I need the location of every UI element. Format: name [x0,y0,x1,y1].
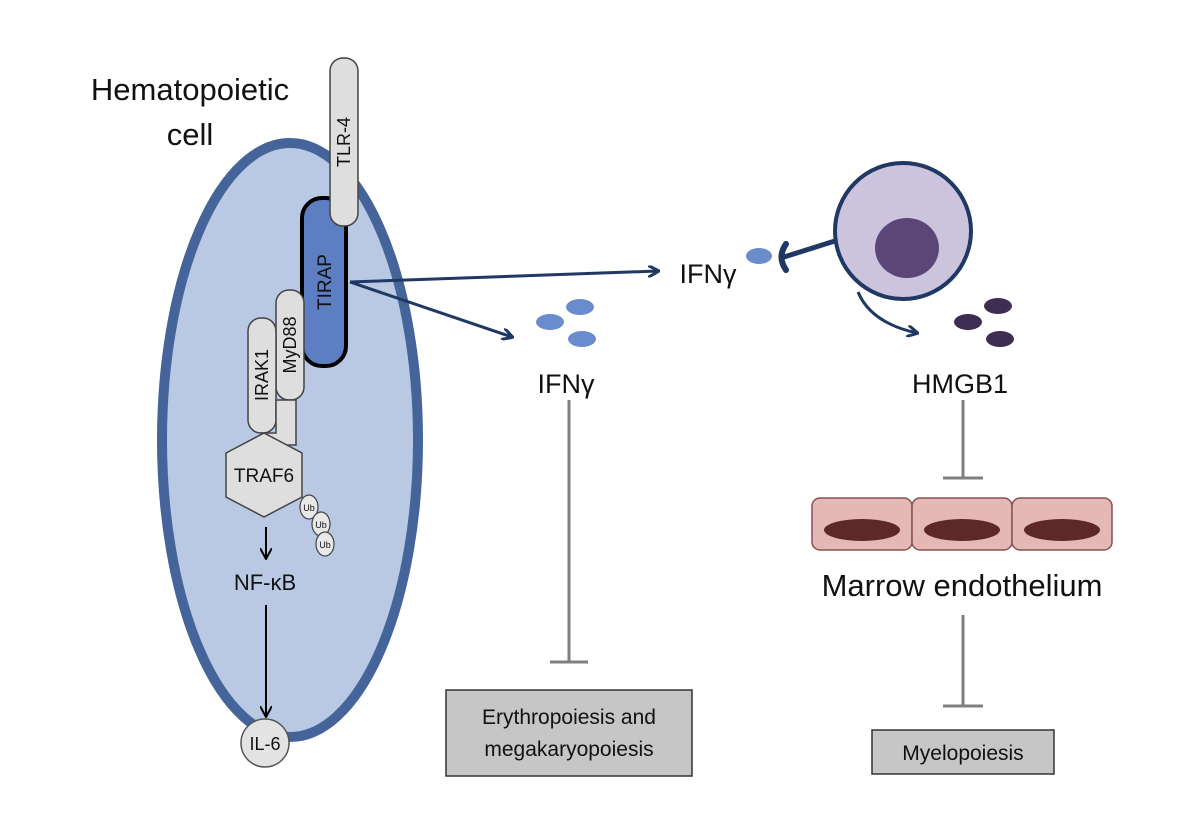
ifng-receptor-stalk [783,237,839,260]
outcome-left-line1: Erythropoiesis and [482,706,656,729]
il6-circle [240,718,290,768]
tirap-label: TIRAP [315,254,336,310]
tirap-to-ifng-lower-arrow [349,280,512,337]
ifng-receptor [778,241,789,273]
endothelial-nucleus-3 [1024,519,1100,541]
ifng-molecule-3 [568,331,596,347]
outcome-box-erythropoiesis [445,689,693,777]
hmgb1-molecule-3 [986,331,1014,347]
cell-title-line2: cell [167,117,214,152]
outcome-right-label: Myelopoiesis [902,742,1023,765]
hmgb1-molecule-2 [954,314,982,330]
tlr4-label: TLR-4 [334,117,354,167]
ubiquitin-2-label: Ub [315,520,327,530]
endothelial-nucleus-2 [924,519,1000,541]
traf6-protein [225,432,303,518]
irak1-label: IRAK1 [252,349,272,401]
cell-title-line1: Hematopoietic [91,72,289,107]
outcome-left-line2: megakaryopoiesis [484,738,653,761]
target-cell-to-hmgb1-arrow [856,291,917,333]
tlr4-receptor [329,57,359,227]
ubiquitin-1-label: Ub [303,503,315,513]
ifng-molecule-bound [746,248,772,264]
ifng-molecule-2 [536,314,564,330]
il6-label: IL-6 [249,734,280,754]
ubiquitin-3 [315,531,335,557]
ubiquitin-1 [299,494,319,520]
myd88-label: MyD88 [280,316,300,373]
ifng-molecule-1 [566,299,594,315]
ifng-lower-label: IFNγ [538,369,595,399]
tirap-to-ifng-upper-arrow [349,271,658,284]
ubiquitin-3-label: Ub [319,540,331,550]
ifng-upper-label: IFNγ [680,259,737,289]
hmgb1-label: HMGB1 [912,369,1008,399]
marrow-endothelium-label: Marrow endothelium [822,568,1103,603]
target-cell-nucleus [875,218,939,278]
traf6-label: TRAF6 [234,466,294,487]
tirap-protein [300,196,348,368]
hmgb1-molecule-1 [984,298,1012,314]
nfkb-label: NF-κB [234,570,296,595]
outcome-box-myelopoiesis [871,729,1055,775]
endothelial-nucleus-1 [824,519,900,541]
